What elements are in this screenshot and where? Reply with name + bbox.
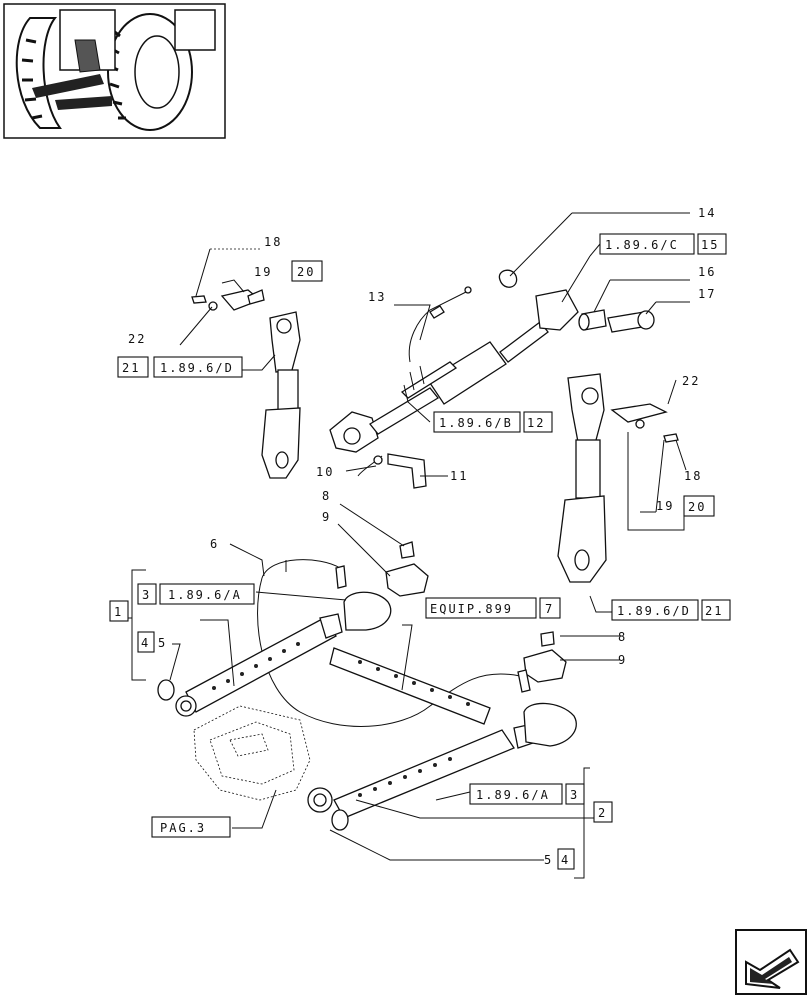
callout-19-right: 19 bbox=[656, 499, 674, 513]
ref-1-89-6-a-top: 1.89.6/A bbox=[168, 588, 242, 602]
callout-4-left: 4 bbox=[141, 636, 150, 650]
callout-21-left: 21 bbox=[122, 361, 140, 375]
callout-18-left: 18 bbox=[264, 235, 282, 249]
ref-equip-899: EQUIP.899 bbox=[430, 602, 513, 616]
callout-5-left: 5 bbox=[158, 636, 167, 650]
callout-8-upper: 8 bbox=[322, 489, 331, 503]
callout-8-lower: 8 bbox=[618, 630, 627, 644]
bushing-5-right bbox=[331, 809, 349, 831]
lower-link-right bbox=[307, 647, 577, 819]
pin-17 bbox=[607, 310, 655, 333]
callout-5-right: 5 bbox=[544, 853, 553, 867]
callout-labels: 18 19 20 22 21 1.89.6/D 14 1.89.6/C 15 1… bbox=[109, 206, 731, 870]
callout-9-upper: 9 bbox=[322, 510, 331, 524]
stabilizer-chain-6 bbox=[257, 559, 531, 727]
callout-12: 12 bbox=[527, 416, 545, 430]
pin-16 bbox=[578, 309, 607, 331]
lower-link-left bbox=[175, 591, 392, 717]
bracket-11 bbox=[387, 453, 427, 489]
callout-7: 7 bbox=[545, 602, 554, 616]
callout-3-top: 3 bbox=[142, 588, 151, 602]
ref-1-89-6-c: 1.89.6/C bbox=[605, 238, 679, 252]
callout-4-right: 4 bbox=[561, 853, 570, 867]
ring-clip-14 bbox=[498, 269, 518, 288]
callout-18-right: 18 bbox=[684, 469, 702, 483]
right-lift-rod-assembly bbox=[557, 373, 679, 583]
callout-14: 14 bbox=[698, 206, 716, 220]
callout-19-left: 19 bbox=[254, 265, 272, 279]
ball-joint-9-lower bbox=[523, 649, 567, 683]
retaining-chain-13 bbox=[408, 286, 472, 363]
top-link-turnbuckle bbox=[329, 289, 579, 453]
bushing-8-lower bbox=[540, 631, 555, 647]
ref-1-89-6-d-left: 1.89.6/D bbox=[160, 361, 234, 375]
callout-16: 16 bbox=[698, 265, 716, 279]
callout-20-left: 20 bbox=[297, 265, 315, 279]
leader-lines bbox=[126, 212, 690, 879]
callout-21-right: 21 bbox=[705, 604, 723, 618]
linch-pin-10 bbox=[357, 455, 383, 477]
callout-1: 1 bbox=[114, 605, 123, 619]
rear-housing-outline bbox=[193, 705, 311, 801]
callout-17: 17 bbox=[698, 287, 716, 301]
callout-20-right: 20 bbox=[688, 500, 706, 514]
callout-3-bottom: 3 bbox=[570, 788, 579, 802]
callout-11: 11 bbox=[450, 469, 468, 483]
callout-9-lower: 9 bbox=[618, 653, 627, 667]
ref-1-89-6-d-right: 1.89.6/D bbox=[617, 604, 691, 618]
callout-2: 2 bbox=[598, 806, 607, 820]
next-page-arrow-icon[interactable] bbox=[735, 929, 807, 995]
bushing-5-left bbox=[157, 679, 175, 701]
ref-pag-3: PAG.3 bbox=[160, 821, 206, 835]
callout-22-left: 22 bbox=[128, 332, 146, 346]
callout-6: 6 bbox=[210, 537, 219, 551]
ref-1-89-6-a-bottom: 1.89.6/A bbox=[476, 788, 550, 802]
ball-joint-9-upper bbox=[385, 563, 429, 597]
ref-1-89-6-b: 1.89.6/B bbox=[439, 416, 513, 430]
callout-13: 13 bbox=[368, 290, 386, 304]
left-lift-rod-assembly bbox=[191, 289, 301, 479]
callout-22-right: 22 bbox=[682, 374, 700, 388]
tractor-rear-thumbnail-icon bbox=[3, 3, 226, 139]
callout-10: 10 bbox=[316, 465, 334, 479]
callout-15: 15 bbox=[701, 238, 719, 252]
